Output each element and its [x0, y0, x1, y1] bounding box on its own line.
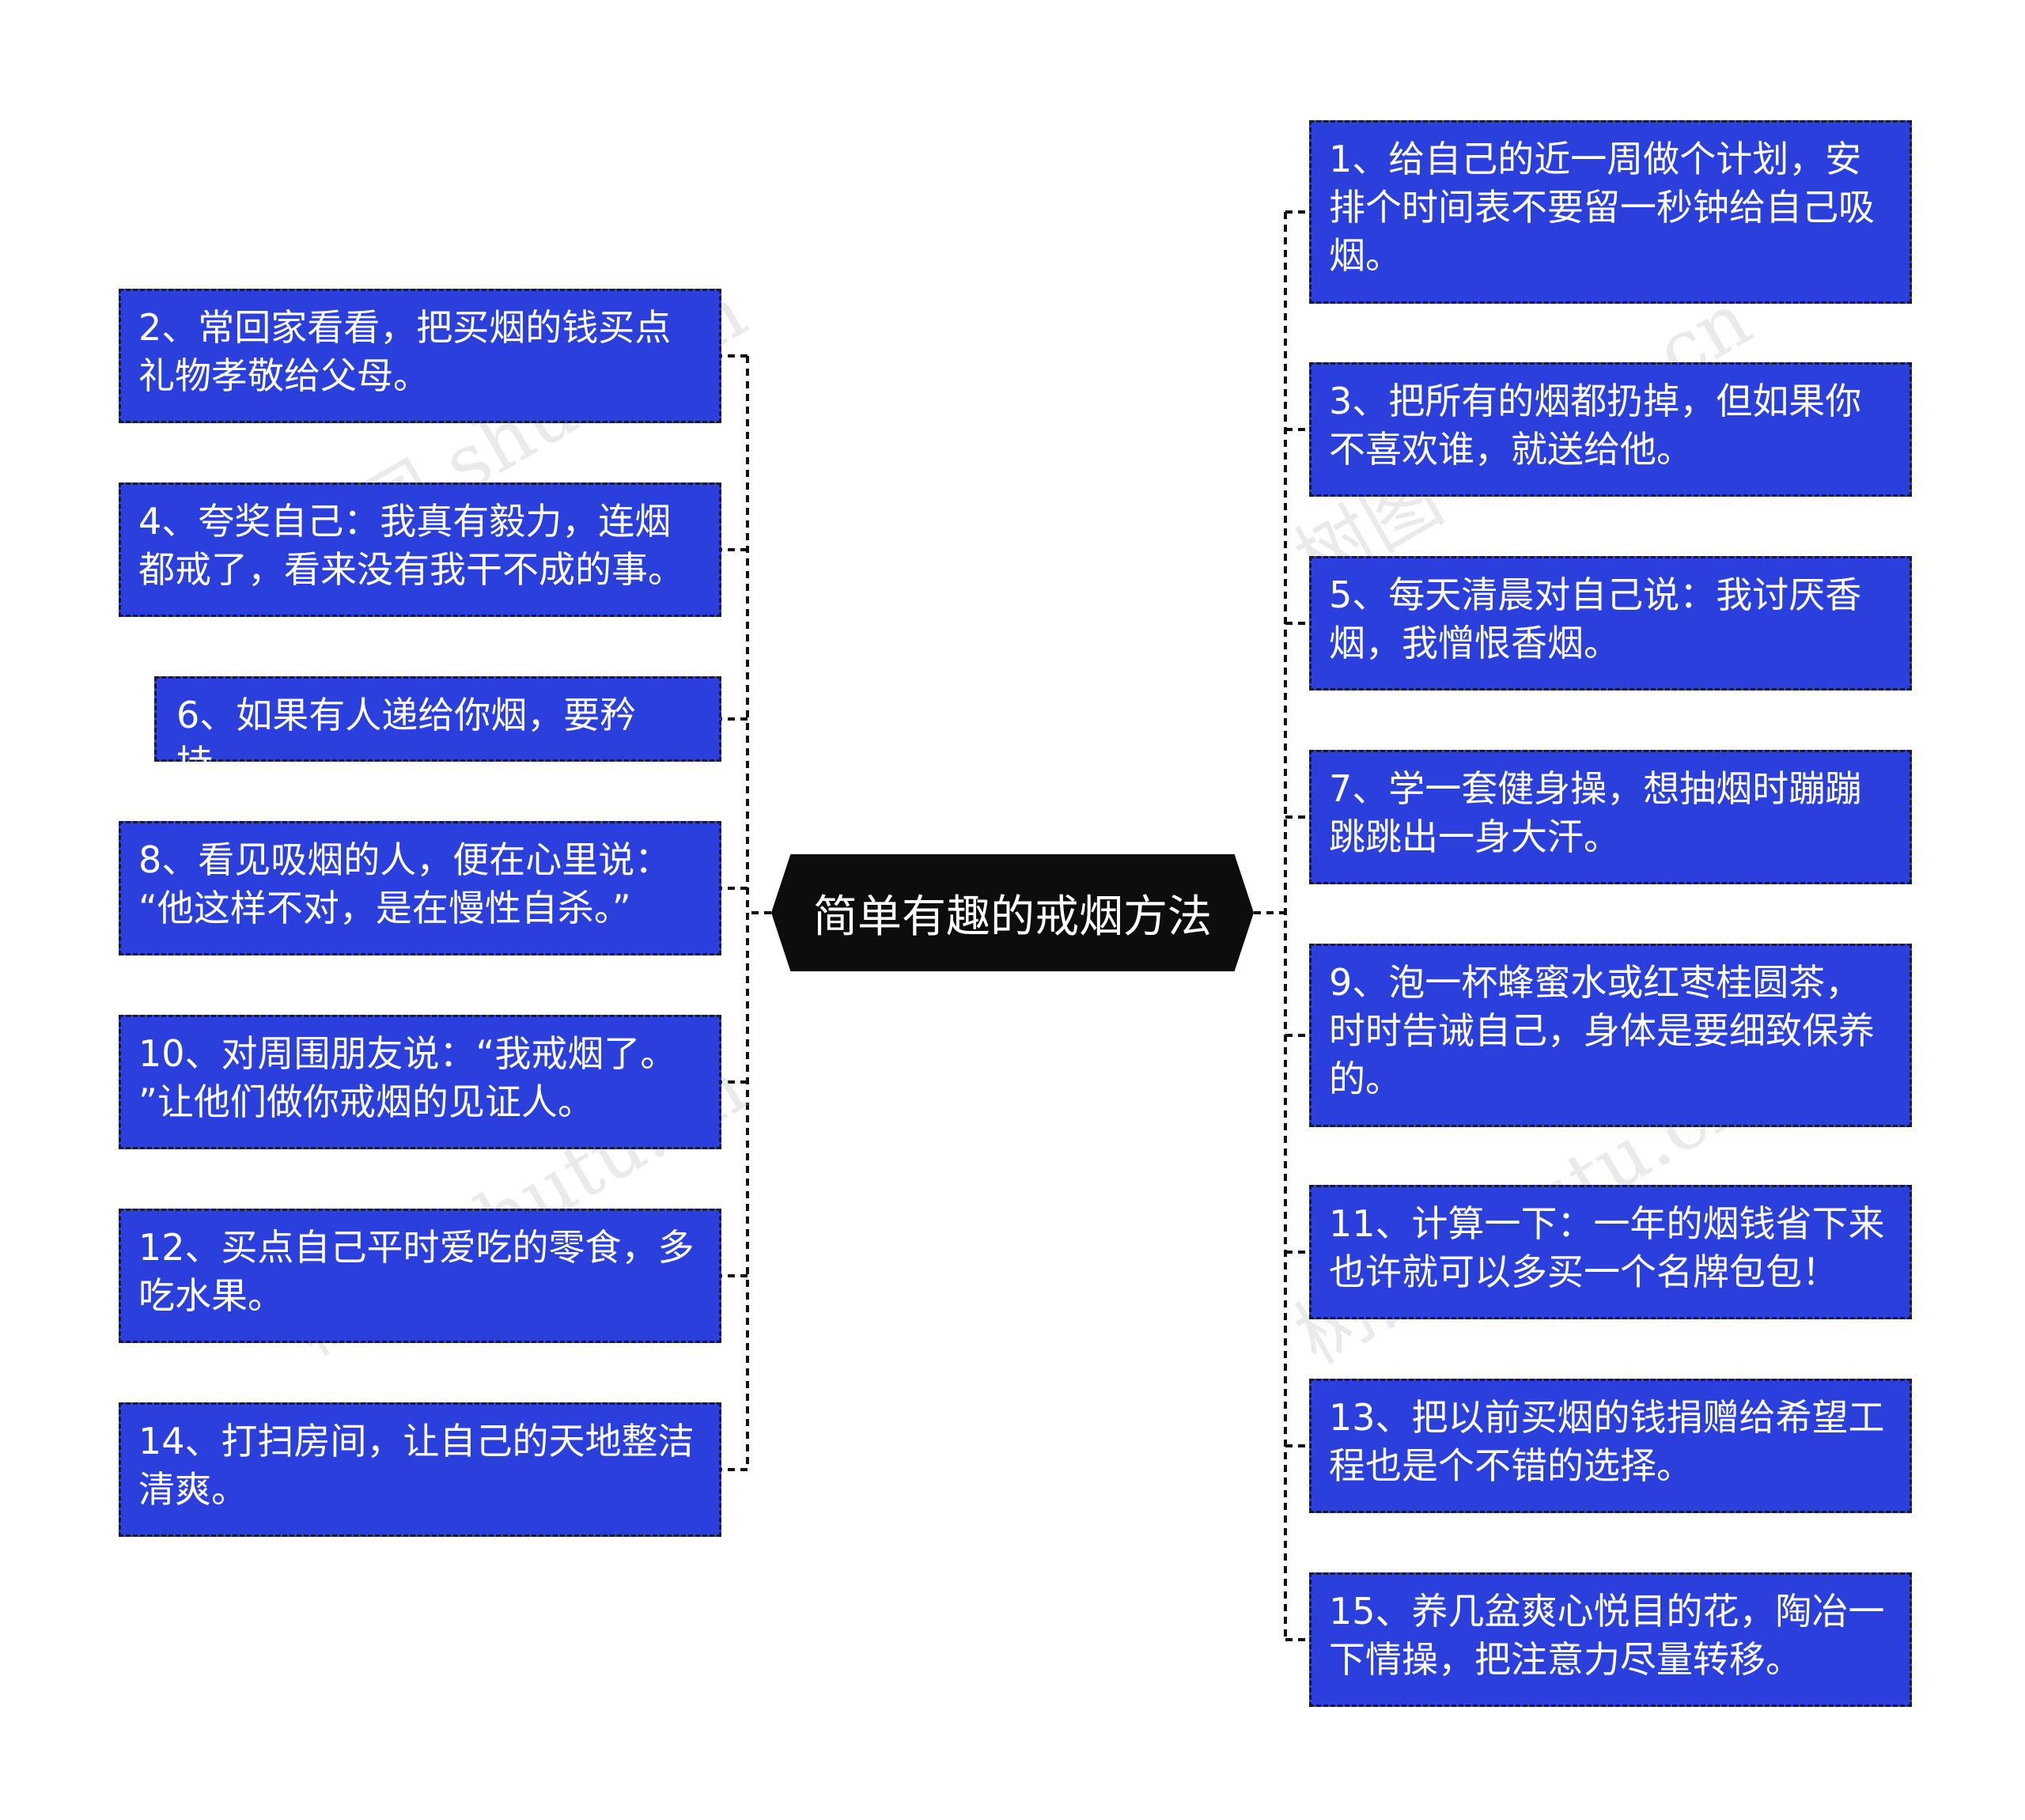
topic-text: 10、对周围朋友说：“我戒烟了。 ”让他们做你戒烟的见证人。 [138, 1032, 677, 1123]
topic-node-10[interactable]: 10、对周围朋友说：“我戒烟了。 ”让他们做你戒烟的见证人。 [119, 1015, 721, 1149]
topic-text: 6、如果有人递给你烟，要矜持。 [176, 694, 637, 785]
topic-node-8[interactable]: 8、看见吸烟的人，便在心里说： “他这样不对，是在慢性自杀。” [119, 821, 721, 955]
topic-node-7[interactable]: 7、学一套健身操，想抽烟时蹦蹦 跳跳出一身大汗。 [1309, 750, 1912, 884]
topic-text: 14、打扫房间，让自己的天地整洁 清爽。 [138, 1420, 695, 1511]
topic-node-12[interactable]: 12、买点自己平时爱吃的零食，多 吃水果。 [119, 1209, 721, 1343]
topic-text: 5、每天清晨对自己说：我讨厌香 烟，我憎恨香烟。 [1329, 573, 1862, 664]
topic-text: 9、泡一杯蜂蜜水或红枣桂圆茶， 时时告诫自己，身体是要细致保养 的。 [1329, 961, 1875, 1100]
topic-node-13[interactable]: 13、把以前买烟的钱捐赠给希望工 程也是个不错的选择。 [1309, 1379, 1912, 1513]
topic-text: 7、学一套健身操，想抽烟时蹦蹦 跳跳出一身大汗。 [1329, 767, 1862, 858]
topic-text: 12、买点自己平时爱吃的零食，多 吃水果。 [138, 1226, 695, 1317]
topic-node-5[interactable]: 5、每天清晨对自己说：我讨厌香 烟，我憎恨香烟。 [1309, 556, 1912, 691]
topic-text: 4、夸奖自己：我真有毅力，连烟 都戒了，看来没有我干不成的事。 [138, 500, 684, 591]
topic-text: 2、常回家看看，把买烟的钱买点 礼物孝敬给父母。 [138, 306, 672, 397]
topic-node-2[interactable]: 2、常回家看看，把买烟的钱买点 礼物孝敬给父母。 [119, 289, 721, 423]
topic-text: 8、看见吸烟的人，便在心里说： “他这样不对，是在慢性自杀。” [138, 838, 672, 929]
topic-text: 13、把以前买烟的钱捐赠给希望工 程也是个不错的选择。 [1329, 1396, 1885, 1487]
topic-text: 1、给自己的近一周做个计划，安 排个时间表不要留一秒钟给自己吸 烟。 [1329, 138, 1875, 277]
topic-node-11[interactable]: 11、计算一下：一年的烟钱省下来 也许就可以多买一个名牌包包！ [1309, 1185, 1912, 1319]
topic-node-6[interactable]: 6、如果有人递给你烟，要矜持。 [154, 676, 721, 785]
topic-text: 15、养几盆爽心悦目的花，陶冶一 下情操，把注意力尽量转移。 [1329, 1590, 1885, 1681]
topic-node-14[interactable]: 14、打扫房间，让自己的天地整洁 清爽。 [119, 1402, 721, 1537]
central-topic[interactable]: 简单有趣的戒烟方法 [771, 854, 1254, 971]
topic-node-4[interactable]: 4、夸奖自己：我真有毅力，连烟 都戒了，看来没有我干不成的事。 [119, 482, 721, 617]
central-topic-title: 简单有趣的戒烟方法 [813, 891, 1212, 943]
topic-node-9[interactable]: 9、泡一杯蜂蜜水或红枣桂圆茶， 时时告诫自己，身体是要细致保养 的。 [1309, 944, 1912, 1127]
topic-text: 11、计算一下：一年的烟钱省下来 也许就可以多买一个名牌包包！ [1329, 1202, 1885, 1293]
topic-node-1[interactable]: 1、给自己的近一周做个计划，安 排个时间表不要留一秒钟给自己吸 烟。 [1309, 120, 1912, 304]
topic-text: 3、把所有的烟都扔掉，但如果你 不喜欢谁，就送给他。 [1329, 380, 1862, 471]
topic-node-15[interactable]: 15、养几盆爽心悦目的花，陶冶一 下情操，把注意力尽量转移。 [1309, 1572, 1912, 1707]
topic-node-3[interactable]: 3、把所有的烟都扔掉，但如果你 不喜欢谁，就送给他。 [1309, 362, 1912, 497]
